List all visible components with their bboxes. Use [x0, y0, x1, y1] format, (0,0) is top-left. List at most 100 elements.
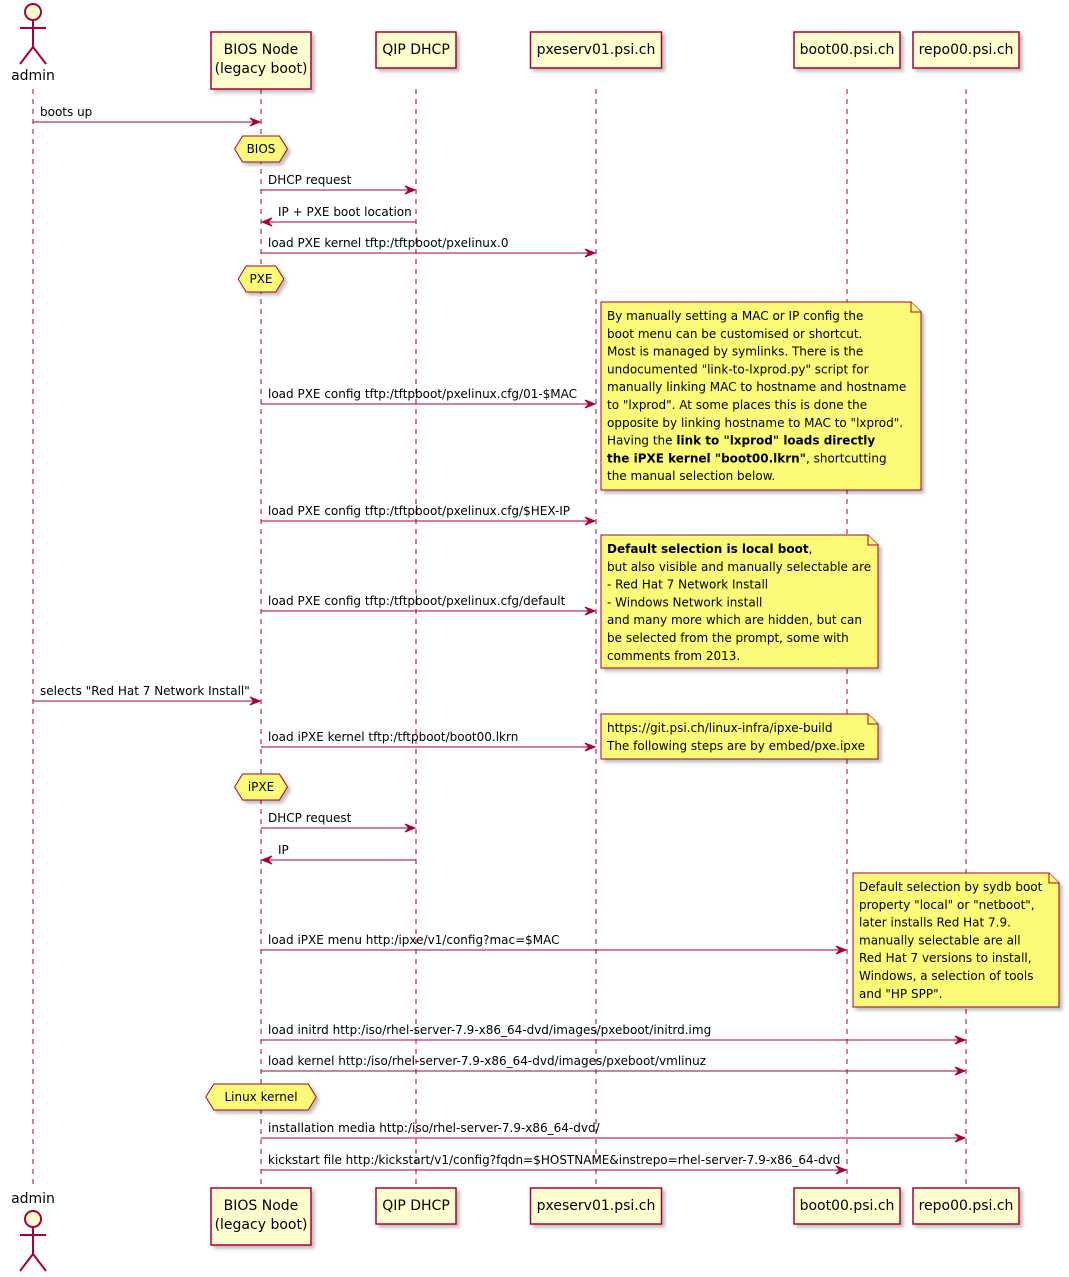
participant-label: BIOS Node — [224, 42, 299, 58]
arrow-head — [260, 217, 273, 227]
note-text: but also visible and manually selectable… — [607, 560, 871, 574]
message-arrow: DHCP request — [261, 811, 417, 833]
note-text: the iPXE kernel "boot00.lkrn" — [607, 451, 806, 465]
message-label: load iPXE kernel tftp:/tftpboot/boot00.l… — [268, 730, 518, 744]
note-text: - Windows Network install — [607, 595, 762, 609]
note-fold — [1048, 873, 1059, 884]
message-arrow: selects "Red Hat 7 Network Install" — [33, 684, 262, 706]
note-text: Default selection by sydb boot — [859, 880, 1043, 894]
note-text: Default selection is local boot — [607, 542, 809, 556]
note-text: The following steps are by embed/pxe.ipx… — [606, 739, 865, 753]
note-text: the manual selection below. — [607, 469, 775, 483]
participant-box — [210, 1187, 312, 1246]
note-text: property "local" or "netboot", — [859, 898, 1035, 912]
note-line: - Red Hat 7 Network Install — [607, 578, 768, 592]
message-label: selects "Red Hat 7 Network Install" — [40, 684, 250, 698]
note-line: Most is managed by symlinks. There is th… — [607, 345, 863, 359]
hexagon-shape — [234, 773, 288, 801]
note-line: Windows, a selection of tools — [859, 969, 1033, 983]
note-fold — [867, 535, 878, 546]
note-line: Red Hat 7 versions to install, — [859, 951, 1032, 965]
participant-box — [793, 1187, 901, 1225]
note-text: Having the — [607, 434, 676, 448]
note-text: later installs Red Hat 7.9. — [859, 916, 1011, 930]
message-arrow: load iPXE kernel tftp:/tftpboot/boot00.l… — [261, 730, 597, 752]
actor-label: admin — [11, 68, 55, 84]
note-line: later installs Red Hat 7.9. — [859, 916, 1011, 930]
hexagon-label: PXE — [249, 272, 272, 286]
state-hexagon: Linux kernel — [205, 1083, 317, 1111]
actor-head — [24, 1210, 42, 1228]
note-text: comments from 2013. — [607, 649, 740, 663]
message-label: IP + PXE boot location — [278, 205, 412, 219]
note-line: but also visible and manually selectable… — [607, 560, 871, 574]
participant-label: (legacy boot) — [215, 1217, 308, 1233]
note-line: - Windows Network install — [607, 595, 762, 609]
participant-label: repo00.psi.ch — [919, 42, 1014, 58]
note-line: property "local" or "netboot", — [859, 898, 1035, 912]
participant-box — [375, 1187, 457, 1225]
message-label: load initrd http:/iso/rhel-server-7.9-x8… — [268, 1023, 711, 1037]
note-text: undocumented "link-to-lxprod.py" script … — [607, 362, 869, 376]
arrow-head — [835, 1165, 848, 1175]
message-label: DHCP request — [268, 173, 352, 187]
note-line: manually selectable are all — [859, 933, 1021, 947]
note-line: and "HP SPP". — [859, 987, 942, 1001]
note-text: , — [809, 542, 813, 556]
participant-dhcp: QIP DHCP — [375, 1187, 457, 1225]
note-text: boot menu can be customised or shortcut. — [607, 327, 862, 341]
message-arrow: IP — [260, 843, 416, 865]
note-text: and many more which are hidden, but can — [607, 613, 862, 627]
note-line: https://git.psi.ch/linux-infra/ipxe-buil… — [607, 721, 832, 735]
state-hexagon: iPXE — [234, 773, 288, 801]
message-arrow: installation media http:/iso/rhel-server… — [261, 1121, 967, 1143]
note-text: Windows, a selection of tools — [859, 969, 1033, 983]
message-arrow: load PXE config tftp:/tftpboot/pxelinux.… — [261, 504, 597, 526]
message-arrow: load PXE config tftp:/tftpboot/pxelinux.… — [261, 387, 597, 409]
note-text: link to "lxprod" loads directly — [676, 434, 875, 448]
note-line: manually linking MAC to hostname and hos… — [607, 380, 906, 394]
note-body — [600, 301, 922, 491]
message-label: load PXE config tftp:/tftpboot/pxelinux.… — [268, 594, 566, 608]
note-text: manually linking MAC to hostname and hos… — [607, 380, 906, 394]
note-line: undocumented "link-to-lxprod.py" script … — [607, 362, 869, 376]
message-arrow: load PXE config tftp:/tftpboot/pxelinux.… — [261, 594, 597, 616]
message-label: load PXE config tftp:/tftpboot/pxelinux.… — [268, 504, 570, 518]
hexagon-label: iPXE — [248, 780, 274, 794]
participant-boot: boot00.psi.ch — [793, 31, 901, 69]
message-arrow: load iPXE menu http:/ipxe/v1/config?mac=… — [261, 933, 848, 955]
note-body — [600, 534, 879, 669]
participant-label: QIP DHCP — [382, 1198, 450, 1214]
note-line: comments from 2013. — [607, 649, 740, 663]
hexagon-shape — [205, 1083, 317, 1111]
note-text: - Red Hat 7 Network Install — [607, 578, 768, 592]
actor-leg-left — [19, 46, 34, 65]
message-label: load PXE kernel tftp:/tftpboot/pxelinux.… — [268, 236, 508, 250]
message-label: DHCP request — [268, 811, 352, 825]
arrow-head — [954, 1035, 967, 1045]
note-text: , shortcutting — [806, 451, 887, 465]
participant-label: boot00.psi.ch — [800, 1198, 895, 1214]
note-line: Having the link to "lxprod" loads direct… — [607, 434, 875, 448]
arrow-head — [584, 516, 597, 526]
note: Default selection by sydb boot property "… — [852, 872, 1060, 1008]
state-hexagon: BIOS — [234, 135, 288, 163]
participant-label: pxeserv01.psi.ch — [537, 1198, 656, 1214]
message-arrow: load PXE kernel tftp:/tftpboot/pxelinux.… — [261, 236, 597, 258]
note: By manually setting a MAC or IP config t… — [600, 301, 922, 491]
actor-leg-right — [32, 46, 47, 65]
arrow-head — [584, 742, 597, 752]
note-fold — [867, 714, 878, 725]
note-line: to "lxprod". At some places this is done… — [607, 398, 867, 412]
participant-node: BIOS Node(legacy boot) — [210, 31, 312, 90]
note-body — [852, 872, 1060, 1008]
state-hexagon: PXE — [237, 265, 285, 293]
arrow-head — [954, 1133, 967, 1143]
message-arrow: kickstart file http:/kickstart/v1/config… — [261, 1153, 848, 1175]
message-arrow: boots up — [33, 105, 262, 127]
participant-label: repo00.psi.ch — [919, 1198, 1014, 1214]
arrow-head — [584, 248, 597, 258]
message-label: load kernel http:/iso/rhel-server-7.9-x8… — [268, 1054, 706, 1068]
participant-box — [375, 31, 457, 69]
participant-box — [210, 31, 312, 90]
